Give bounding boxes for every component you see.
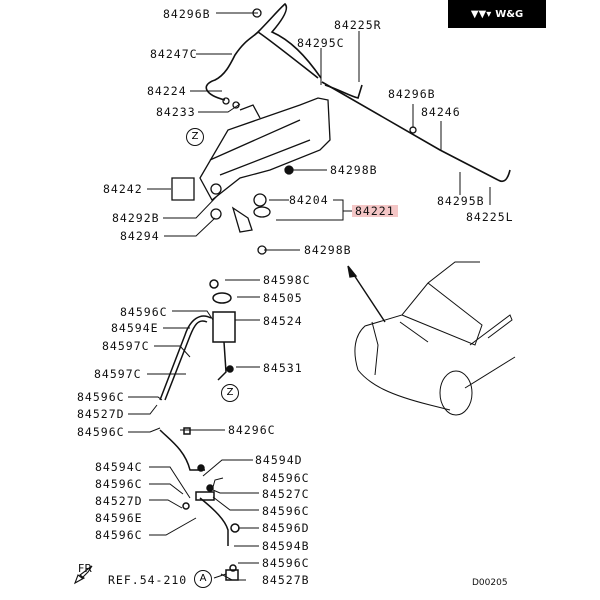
- part-label[interactable]: 84224: [147, 84, 187, 98]
- part-label[interactable]: 84246: [421, 105, 461, 119]
- part-label[interactable]: 84225L: [466, 210, 514, 224]
- part-label[interactable]: 84225R: [334, 18, 382, 32]
- part-label[interactable]: 84298B: [304, 243, 352, 257]
- part-label[interactable]: 84596C: [95, 477, 143, 491]
- part-label[interactable]: 84594B: [262, 539, 310, 553]
- part-label[interactable]: 84596C: [262, 556, 310, 570]
- part-label[interactable]: 84596C: [95, 528, 143, 542]
- part-label[interactable]: 84204: [289, 193, 329, 207]
- part-label[interactable]: 84233: [156, 105, 196, 119]
- part-label[interactable]: 84295B: [437, 194, 485, 208]
- part-label[interactable]: 84296C: [228, 423, 276, 437]
- fr-arrow-icon: [75, 566, 92, 583]
- part-label[interactable]: 84242: [103, 182, 143, 196]
- part-label[interactable]: 84596C: [77, 390, 125, 404]
- part-label[interactable]: 84594C: [95, 460, 143, 474]
- part-label[interactable]: 84296B: [163, 7, 211, 21]
- part-label[interactable]: 84298B: [330, 163, 378, 177]
- part-label[interactable]: 84598C: [263, 273, 311, 287]
- vehicle-outline: [355, 262, 515, 415]
- reference-label[interactable]: REF.54-210: [108, 573, 188, 587]
- part-label[interactable]: 84596C: [120, 305, 168, 319]
- part-label[interactable]: 84295C: [297, 36, 345, 50]
- part-label[interactable]: 84597C: [94, 367, 142, 381]
- part-label[interactable]: 84594E: [111, 321, 159, 335]
- brand-label: W&G: [495, 8, 524, 20]
- part-label[interactable]: 84596D: [262, 521, 310, 535]
- part-label[interactable]: 84596E: [95, 511, 143, 525]
- part-label[interactable]: 84596C: [262, 471, 310, 485]
- washer-hoses-upper: [206, 4, 510, 181]
- part-label-highlighted[interactable]: 84221: [352, 205, 398, 217]
- brand-badge: ▼▼▾ W&G: [448, 0, 546, 28]
- washer-hoses-lower: [160, 280, 239, 580]
- detail-marker-z-bottom: Z: [221, 384, 239, 402]
- part-label[interactable]: 84531: [263, 361, 303, 375]
- part-label[interactable]: 84294: [120, 229, 160, 243]
- location-arrow: [348, 266, 385, 322]
- washer-reservoir: [172, 9, 416, 254]
- part-label[interactable]: 84594D: [255, 453, 303, 467]
- reference-marker-a: A: [194, 570, 212, 588]
- leader-lines: [128, 13, 490, 580]
- part-label[interactable]: 84527B: [262, 573, 310, 587]
- part-label[interactable]: 84524: [263, 314, 303, 328]
- part-label[interactable]: 84296B: [388, 87, 436, 101]
- detail-marker-z-top: Z: [186, 128, 204, 146]
- front-marker-label: FR: [78, 562, 92, 575]
- part-label[interactable]: 84247C: [150, 47, 198, 61]
- part-label[interactable]: 84292B: [112, 211, 160, 225]
- triple-chevron-logo-icon: ▼▼▾: [470, 8, 492, 20]
- part-label[interactable]: 84527C: [262, 487, 310, 501]
- part-label[interactable]: 84596C: [77, 425, 125, 439]
- part-label[interactable]: 84527D: [95, 494, 143, 508]
- part-label[interactable]: 84527D: [77, 407, 125, 421]
- part-label[interactable]: 84505: [263, 291, 303, 305]
- part-label[interactable]: 84597C: [102, 339, 150, 353]
- part-label[interactable]: 84596C: [262, 504, 310, 518]
- diagram-code: D00205: [472, 578, 508, 588]
